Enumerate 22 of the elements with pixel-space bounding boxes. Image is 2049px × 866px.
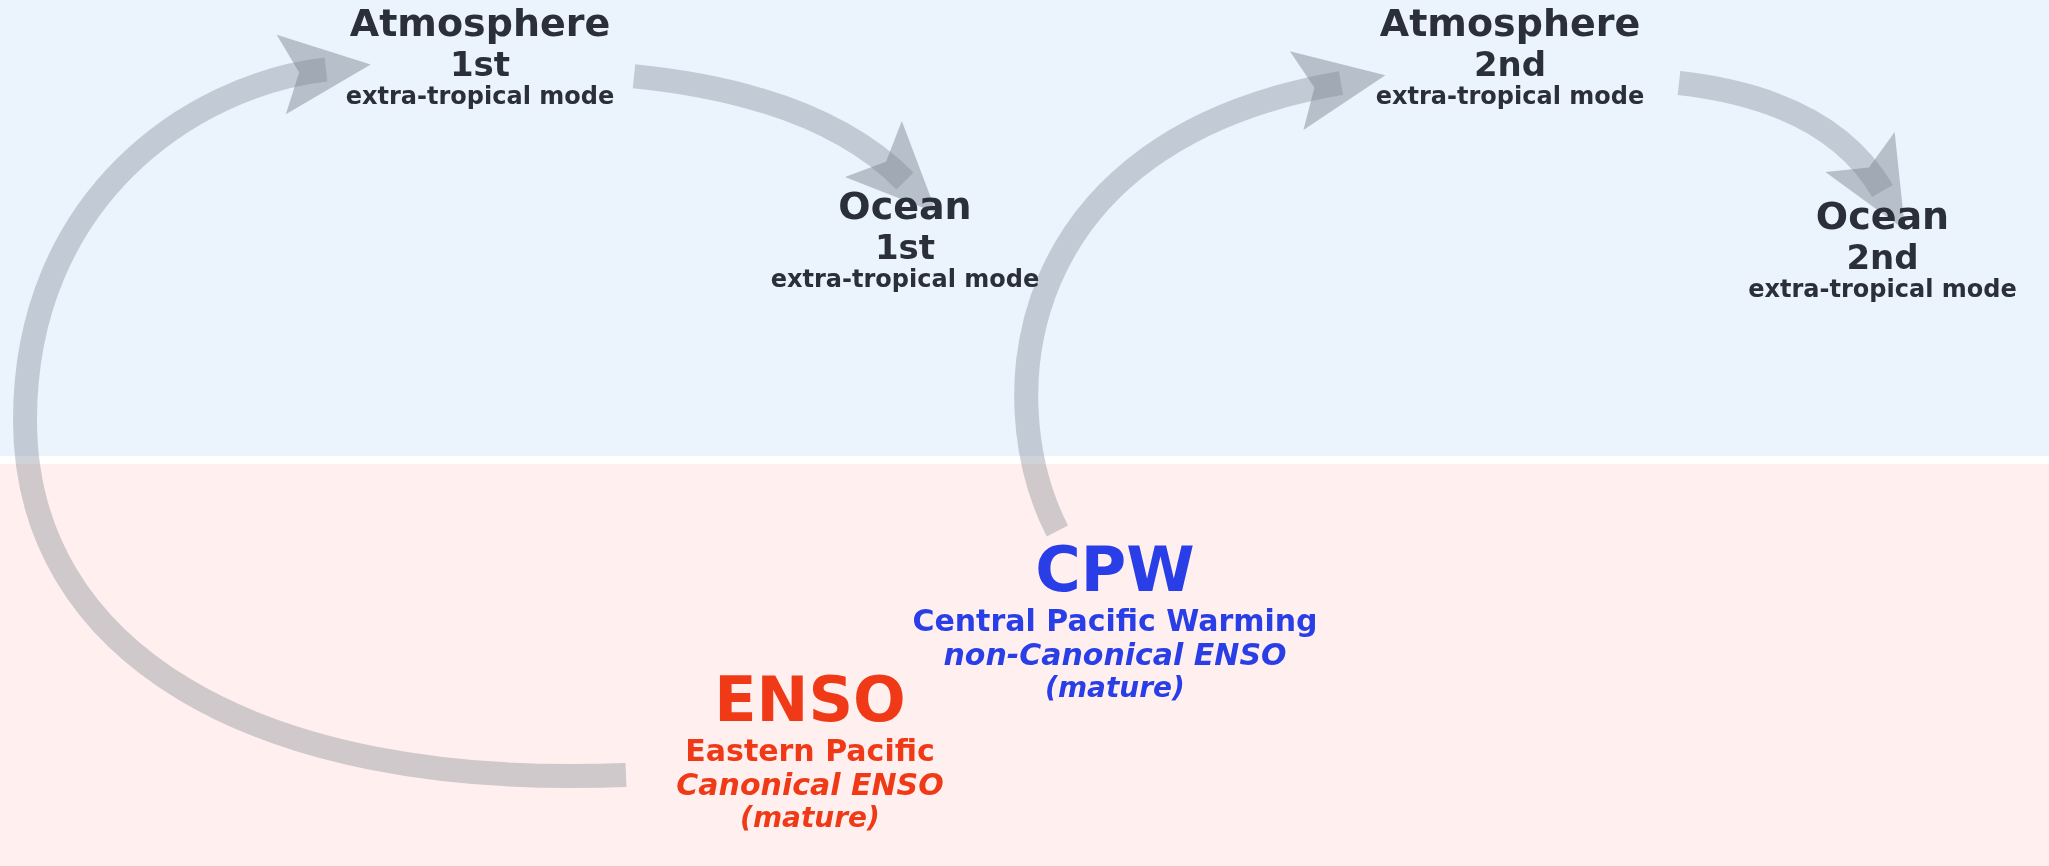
node-title: Ocean: [838, 185, 972, 228]
node-description: non-Canonical ENSO: [943, 638, 1287, 672]
curved-arrow: [13, 37, 627, 788]
node-subtitle: 2nd: [1473, 44, 1547, 83]
curved-arrow: [1014, 54, 1385, 536]
node-description: extra-tropical mode: [1748, 275, 2017, 303]
node-title: Atmosphere: [349, 2, 611, 45]
node-subtitle: Eastern Pacific: [685, 734, 935, 769]
node-subtitle: 1st: [874, 227, 936, 266]
node-description: extra-tropical mode: [345, 82, 615, 110]
node-title: Ocean: [1815, 195, 1950, 238]
node-subtitle: 2nd: [1846, 237, 1919, 276]
node-description: Canonical ENSO: [676, 768, 944, 802]
node-subtitle: Central Pacific Warming: [912, 604, 1318, 639]
node-description: extra-tropical mode: [1375, 82, 1645, 110]
node-title: Atmosphere: [1379, 2, 1641, 45]
node-note: (mature): [740, 801, 880, 833]
node-description: extra-tropical mode: [770, 265, 1040, 293]
node-subtitle: 1st: [449, 44, 511, 83]
node-title: ENSO: [714, 665, 906, 735]
node-title: CPW: [1035, 535, 1195, 605]
node-note: (mature): [1045, 671, 1185, 703]
